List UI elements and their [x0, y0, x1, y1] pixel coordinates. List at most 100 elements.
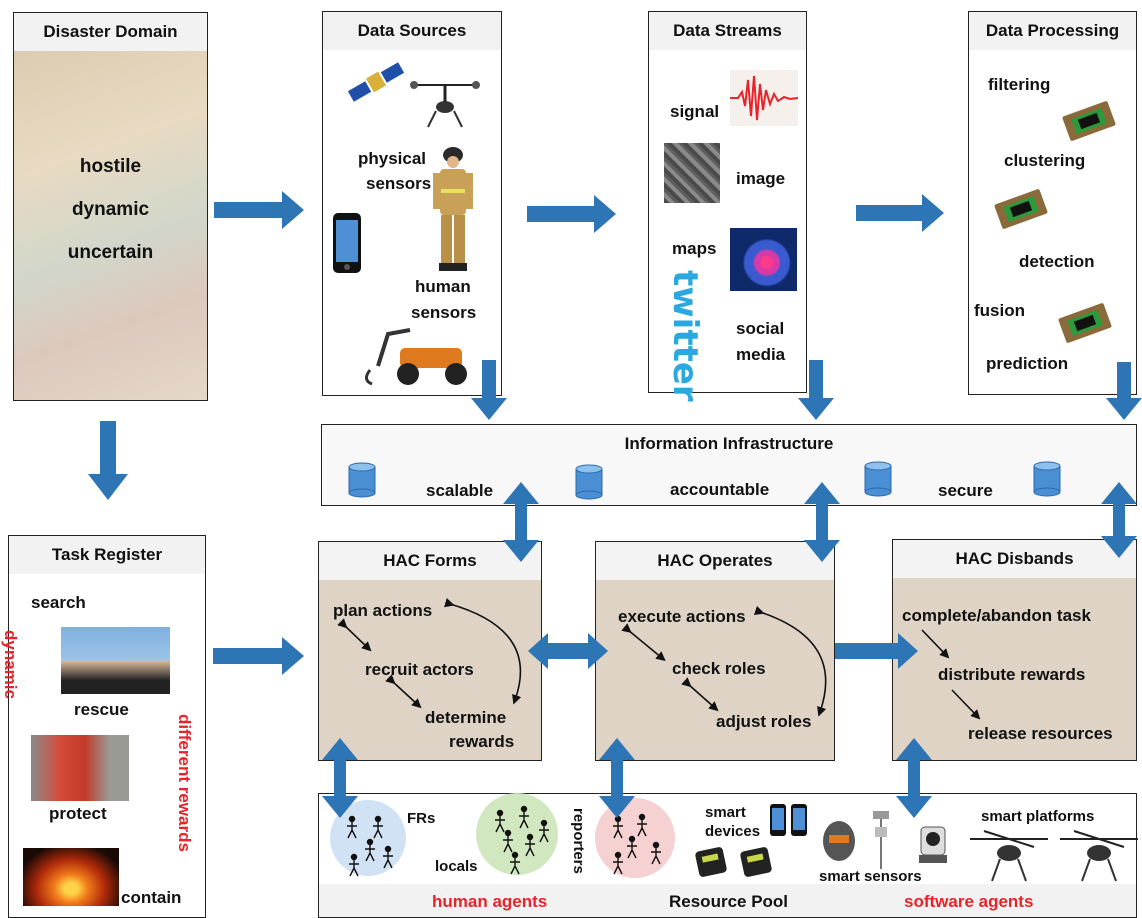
- software-agents-label: software agents: [904, 892, 1034, 911]
- fire-photo: [23, 848, 119, 906]
- database-icon-3: [864, 461, 892, 497]
- task-contain-label: contain: [121, 888, 182, 907]
- disaster-domain-title: Disaster Domain: [14, 13, 207, 51]
- satellite-icon: [347, 62, 405, 102]
- sensor-device-icon-1: [695, 847, 727, 877]
- disaster-attr-uncertain: uncertain: [67, 242, 154, 263]
- flow-arrows: [88, 191, 1142, 818]
- distribute-rewards-label: distribute rewards: [938, 665, 1086, 684]
- arrow-infra-operates-double: [804, 482, 840, 562]
- locals-group-circle: [476, 793, 558, 875]
- disaster-attr-dynamic: dynamic: [71, 199, 150, 220]
- arrow-operates-to-disbands: [835, 633, 918, 669]
- arrow-disbands-pool-double: [896, 738, 932, 818]
- hac-forms-title: HAC Forms: [319, 542, 541, 580]
- arrow-processing-down: [1106, 362, 1142, 420]
- data-sources-box: Data Sources physical sensors human sens…: [322, 11, 502, 396]
- drone-platform-icon-1: [970, 830, 1048, 882]
- human-sensors-label-2: sensors: [411, 303, 477, 322]
- social-media-label-1: social: [736, 319, 785, 338]
- drone-icon: [410, 81, 480, 128]
- smart-devices-phones-icon: [770, 804, 807, 836]
- execute-actions-label: execute actions: [618, 607, 746, 626]
- resource-pool-box: human agents Resource Pool software agen…: [318, 793, 1138, 918]
- arrow-forms-pool-double: [322, 738, 358, 818]
- firefighter-icon: [433, 147, 473, 271]
- locals-figures: [495, 805, 549, 875]
- smart-devices-label-1: smart: [705, 804, 746, 821]
- data-sources-title: Data Sources: [323, 12, 501, 50]
- forms-recruit-determine-arrow: [385, 674, 422, 709]
- resource-pool-title: Resource Pool: [669, 892, 789, 911]
- task-register-box: Task Register search rescue protect cont…: [8, 535, 206, 918]
- fusion-label: fusion: [974, 301, 1025, 320]
- accountable-label: accountable: [670, 480, 770, 499]
- scalable-label: scalable: [426, 481, 494, 500]
- physical-sensors-label-2: sensors: [366, 174, 432, 193]
- operates-loop-arrow: [753, 605, 827, 717]
- filtering-label: filtering: [988, 75, 1051, 94]
- smart-sensors-label: smart sensors: [819, 868, 922, 885]
- human-agents-label: human agents: [432, 892, 548, 911]
- chip-icon-2: [994, 189, 1048, 229]
- arrow-streams-down: [798, 360, 834, 420]
- human-sensors-label-1: human: [415, 277, 471, 296]
- disaster-photo: [14, 51, 207, 400]
- data-processing-box: Data Processing filtering clustering det…: [968, 11, 1137, 395]
- database-icon-4: [1033, 461, 1061, 497]
- arrow-operates-pool-double: [599, 738, 635, 818]
- physical-sensors-label-1: physical: [358, 149, 427, 168]
- task-protect-label: protect: [49, 804, 107, 823]
- smart-sensors-icon: [823, 811, 947, 869]
- data-processing-title: Data Processing: [969, 12, 1136, 50]
- complete-abandon-task-label: complete/abandon task: [902, 606, 1091, 625]
- check-roles-label: check roles: [672, 659, 766, 678]
- clustering-label: clustering: [1004, 151, 1086, 170]
- arrow-infra-disbands-double: [1101, 482, 1137, 558]
- database-icons: [348, 461, 1061, 500]
- rewards-label: rewards: [449, 732, 515, 751]
- image-label: image: [736, 169, 786, 188]
- agent-figures: [347, 805, 661, 877]
- release-resources-label: release resources: [968, 724, 1113, 743]
- arrow-streams-to-processing: [856, 194, 944, 232]
- disaster-domain-box: Disaster Domain hostile dynamic uncertai…: [13, 12, 208, 401]
- task-search-label: search: [31, 593, 86, 612]
- chip-icon-1: [1062, 101, 1116, 141]
- smart-platforms-label: smart platforms: [981, 808, 1095, 825]
- police-drone-photo: [61, 627, 170, 694]
- information-infrastructure-box: Information Infrastructure scalable acco…: [321, 424, 1137, 506]
- seismic-signal-image: [730, 70, 798, 126]
- determine-label: determine: [425, 708, 507, 727]
- secure-label: secure: [938, 481, 993, 500]
- database-icon-1: [348, 462, 376, 498]
- data-streams-box: Data Streams signal image maps twitter s…: [648, 11, 807, 402]
- hac-disbands-box: HAC Disbands complete/abandon task distr…: [892, 539, 1137, 761]
- map-image: [730, 228, 797, 291]
- arrow-disaster-to-task: [88, 421, 128, 500]
- smart-devices-label-2: devices: [705, 823, 761, 840]
- signal-label: signal: [670, 102, 720, 121]
- plan-actions-label: plan actions: [333, 601, 433, 620]
- frs-label: FRs: [407, 810, 436, 827]
- arrow-task-to-forms: [213, 637, 304, 675]
- prediction-label: prediction: [986, 354, 1069, 373]
- forms-loop-arrow: [444, 598, 522, 705]
- detection-label: detection: [1019, 252, 1095, 271]
- smartphone-icon: [333, 213, 361, 273]
- forms-plan-recruit-arrow: [337, 618, 372, 652]
- disbands-distribute-release-arrow: [951, 689, 981, 720]
- operates-check-adjust-arrow: [681, 677, 719, 712]
- adjust-roles-label: adjust roles: [716, 712, 812, 731]
- hac-inner-arrows: [337, 598, 981, 720]
- locals-label: locals: [435, 858, 478, 875]
- data-streams-title: Data Streams: [649, 12, 806, 50]
- arrow-infra-forms-double: [503, 482, 539, 562]
- database-icon-2: [575, 464, 603, 500]
- arrow-forms-operates-double: [528, 633, 608, 669]
- rescue-team-photo: [31, 735, 129, 801]
- operates-execute-check-arrow: [621, 623, 666, 662]
- sensor-device-icon-2: [740, 847, 772, 877]
- disaster-attr-hostile: hostile: [79, 156, 142, 177]
